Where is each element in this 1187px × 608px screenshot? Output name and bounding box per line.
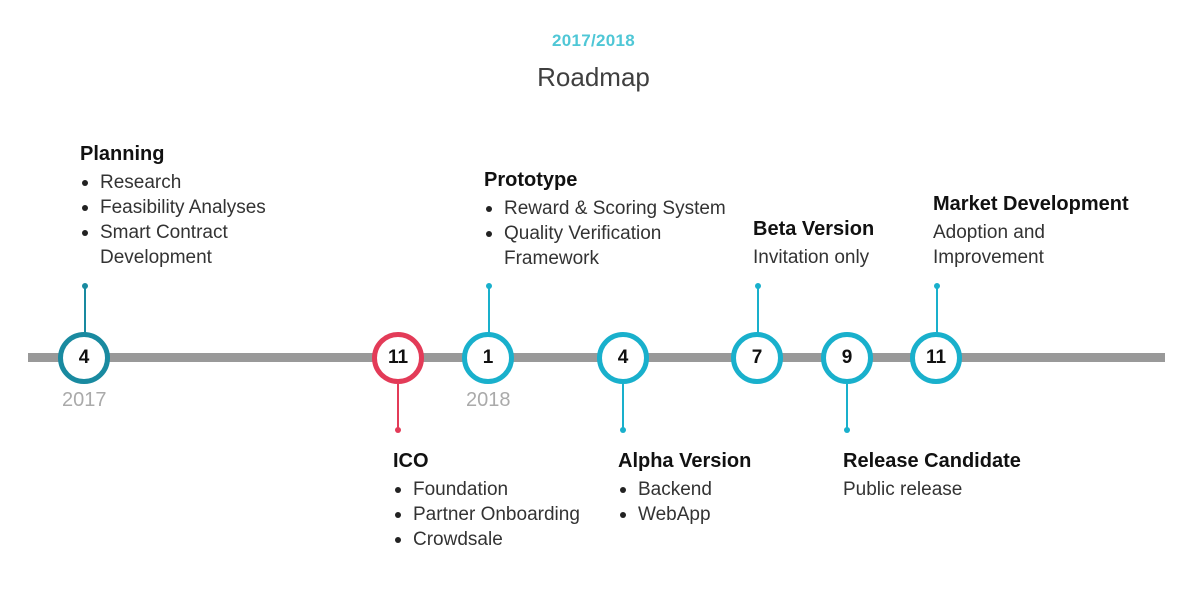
list-item: Research xyxy=(80,170,266,195)
stem-ico xyxy=(397,384,399,428)
dot-ico xyxy=(395,427,401,433)
milestone-ico: ICO Foundation Partner Onboarding Crowds… xyxy=(393,449,580,552)
milestone-text: Public release xyxy=(843,479,963,500)
list-item-continuation: Development xyxy=(100,247,212,268)
milestone-text-line: Adoption and xyxy=(933,222,1045,243)
milestone-market: Market Development Adoption and Improvem… xyxy=(933,192,1129,270)
dot-alpha xyxy=(620,427,626,433)
stem-prototype xyxy=(488,288,490,333)
dot-beta xyxy=(755,283,761,289)
stem-market xyxy=(936,288,938,333)
timeline-node-beta: 7 xyxy=(731,332,783,384)
milestone-prototype: Prototype Reward & Scoring System Qualit… xyxy=(484,168,726,271)
milestone-title: Market Development xyxy=(933,193,1129,215)
milestone-beta: Beta Version Invitation only xyxy=(753,217,874,270)
timeline-node-release: 9 xyxy=(821,332,873,384)
stem-planning xyxy=(84,288,86,333)
list-item: Backend xyxy=(618,477,751,502)
list-item: Smart Contract xyxy=(80,220,266,245)
year-label-2017: 2017 xyxy=(62,389,107,411)
milestone-title: Alpha Version xyxy=(618,450,752,472)
milestone-title: Beta Version xyxy=(753,218,875,240)
dot-release xyxy=(844,427,850,433)
list-item: Crowdsale xyxy=(393,527,580,552)
timeline-track xyxy=(28,353,1165,362)
list-item: Feasibility Analyses xyxy=(80,195,266,220)
list-item: Quality Verification xyxy=(484,221,726,246)
milestone-title: Planning xyxy=(80,143,165,165)
milestone-text-line: Improvement xyxy=(933,247,1044,268)
stem-alpha xyxy=(622,384,624,428)
timeline-node-planning: 4 xyxy=(58,332,110,384)
timeline-node-ico: 11 xyxy=(372,332,424,384)
stem-beta xyxy=(757,288,759,333)
milestone-title: Release Candidate xyxy=(843,450,1021,472)
timeline-node-prototype: 1 xyxy=(462,332,514,384)
roadmap-title: Roadmap xyxy=(537,62,650,92)
milestone-text: Invitation only xyxy=(753,247,870,268)
dot-prototype xyxy=(486,283,492,289)
milestone-planning: Planning Research Feasibility Analyses S… xyxy=(80,142,266,270)
milestone-alpha: Alpha Version Backend WebApp xyxy=(618,449,751,527)
timeline-node-market: 11 xyxy=(910,332,962,384)
list-item: Foundation xyxy=(393,477,580,502)
dot-market xyxy=(934,283,940,289)
milestone-title: Prototype xyxy=(484,169,578,191)
timeline-node-alpha: 4 xyxy=(597,332,649,384)
list-item: Reward & Scoring System xyxy=(484,196,726,221)
milestone-title: ICO xyxy=(393,450,429,472)
year-label-2018: 2018 xyxy=(466,389,511,411)
dot-planning xyxy=(82,283,88,289)
list-item-continuation: Framework xyxy=(504,248,600,269)
milestone-release: Release Candidate Public release xyxy=(843,449,1021,502)
roadmap-subtitle: 2017/2018 xyxy=(551,31,636,50)
list-item: WebApp xyxy=(618,502,751,527)
list-item: Partner Onboarding xyxy=(393,502,580,527)
stem-release xyxy=(846,384,848,428)
